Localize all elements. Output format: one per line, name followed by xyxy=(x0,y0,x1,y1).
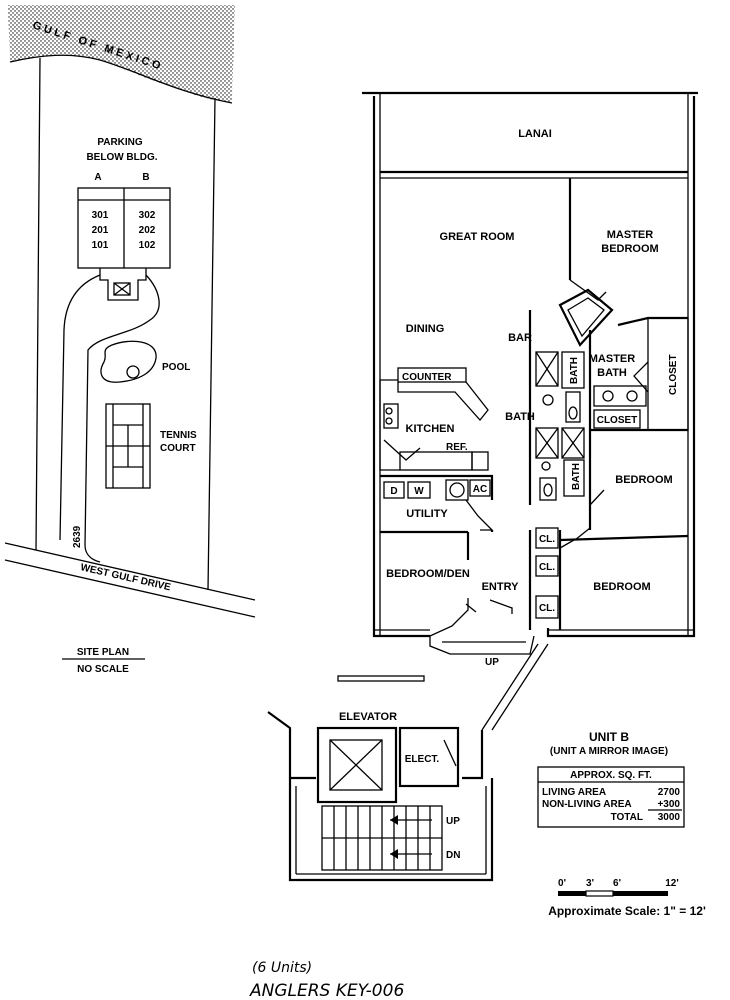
room-master-bedroom-2: BEDROOM xyxy=(601,243,658,255)
col-a-label: A xyxy=(94,172,101,183)
unit-302: 302 xyxy=(139,210,156,221)
unit-301: 301 xyxy=(92,210,109,221)
road-edge-south xyxy=(4,559,256,618)
cl-label-1: CL. xyxy=(539,534,555,545)
road-edge-north xyxy=(4,542,256,601)
room-bath: BATH xyxy=(505,411,535,423)
room-master-bath-2: BATH xyxy=(597,367,627,379)
area-table-header: APPROX. SQ. FT. xyxy=(570,770,652,781)
unit-title: UNIT B xyxy=(589,730,629,744)
project-units: (6 Units) xyxy=(252,960,312,976)
tennis-label-1: TENNIS xyxy=(160,430,197,441)
room-master-bedroom-1: MASTER xyxy=(607,229,654,241)
stairs xyxy=(321,805,443,871)
unit-info: UNIT B (UNIT A MIRROR IMAGE) APPROX. SQ.… xyxy=(537,730,685,828)
unit-floor-plan: LANAI GREAT ROOM MASTER BEDROOM DINING B… xyxy=(362,91,698,668)
gulf-water xyxy=(8,5,235,102)
area-table xyxy=(537,766,685,828)
room-lanai: LANAI xyxy=(518,128,552,140)
bath-vertical-label-1: BATH xyxy=(569,357,580,384)
street-number: 2639 xyxy=(72,525,83,548)
cl-label-2: CL. xyxy=(539,562,555,573)
cl-label-3: CL. xyxy=(539,603,555,614)
room-kitchen: KITCHEN xyxy=(406,423,455,435)
dryer-label: D xyxy=(390,486,397,497)
site-plan: GULF OF MEXICO PARKING BELOW BLDG. A B 3… xyxy=(4,5,256,675)
room-dining: DINING xyxy=(406,323,445,335)
ac-label: AC xyxy=(473,484,487,495)
bath-vertical-label-2: BATH xyxy=(571,463,582,490)
area-row-label-3: TOTAL xyxy=(611,812,643,823)
pool xyxy=(100,340,157,383)
area-row-value-3: 3000 xyxy=(658,812,681,823)
room-entry: ENTRY xyxy=(482,581,520,593)
site-plan-title: SITE PLAN xyxy=(77,647,129,658)
room-bar: BAR xyxy=(508,332,532,344)
area-row-value-1: 2700 xyxy=(658,787,681,798)
driveway xyxy=(59,274,160,563)
col-b-label: B xyxy=(142,172,149,183)
parking-label-1: PARKING xyxy=(97,137,143,148)
unit-202: 202 xyxy=(139,225,156,236)
counter-label: COUNTER xyxy=(402,372,452,383)
room-great-room: GREAT ROOM xyxy=(440,231,515,243)
unit-101: 101 xyxy=(92,240,109,251)
room-bedroom: BEDROOM xyxy=(615,474,672,486)
project-name: ANGLERS KEY-006 xyxy=(249,981,404,1000)
ref-label: REF. xyxy=(446,442,468,453)
elevator-label: ELEVATOR xyxy=(339,711,397,723)
unit-201: 201 xyxy=(92,225,109,236)
scale-caption: Approximate Scale: 1" = 12' xyxy=(548,904,706,918)
stairs-dn-label: DN xyxy=(446,850,460,861)
scale-tick-3: 3' xyxy=(586,878,594,889)
area-row-value-2: +300 xyxy=(657,799,680,810)
scale-tick-6: 6' xyxy=(613,878,621,889)
closet-vertical-label: CLOSET xyxy=(668,354,679,395)
stairs-up-label: UP xyxy=(446,816,460,827)
scale-tick-0: 0' xyxy=(558,878,566,889)
room-master-bath-1: MASTER xyxy=(589,353,636,365)
elect-label: ELECT. xyxy=(405,754,440,765)
unit-102: 102 xyxy=(139,240,156,251)
scale-tick-12: 12' xyxy=(665,878,679,889)
scale-bar: 0' 3' 6' 12' Approximate Scale: 1" = 12' xyxy=(548,878,706,918)
area-row-label-2: NON-LIVING AREA xyxy=(542,799,632,810)
unit-subtitle: (UNIT A MIRROR IMAGE) xyxy=(550,746,668,757)
pool-label: POOL xyxy=(162,362,190,373)
room-utility: UTILITY xyxy=(406,508,448,520)
elevator-car xyxy=(329,739,383,791)
parking-label-2: BELOW BLDG. xyxy=(86,152,157,163)
building-core: ELEVATOR ELECT. UP DN xyxy=(267,643,549,882)
washer-label: W xyxy=(414,486,424,497)
walkway-up-label: UP xyxy=(485,657,499,668)
site-plan-scale: NO SCALE xyxy=(77,664,129,675)
closet-label: CLOSET xyxy=(597,415,638,426)
room-bedroom-den: BEDROOM/DEN xyxy=(386,568,470,580)
room-bedroom-2: BEDROOM xyxy=(593,581,650,593)
area-row-label-1: LIVING AREA xyxy=(542,787,606,798)
site-elevator-core xyxy=(113,282,131,296)
tennis-label-2: COURT xyxy=(160,443,196,454)
exterior-wall xyxy=(362,91,698,638)
